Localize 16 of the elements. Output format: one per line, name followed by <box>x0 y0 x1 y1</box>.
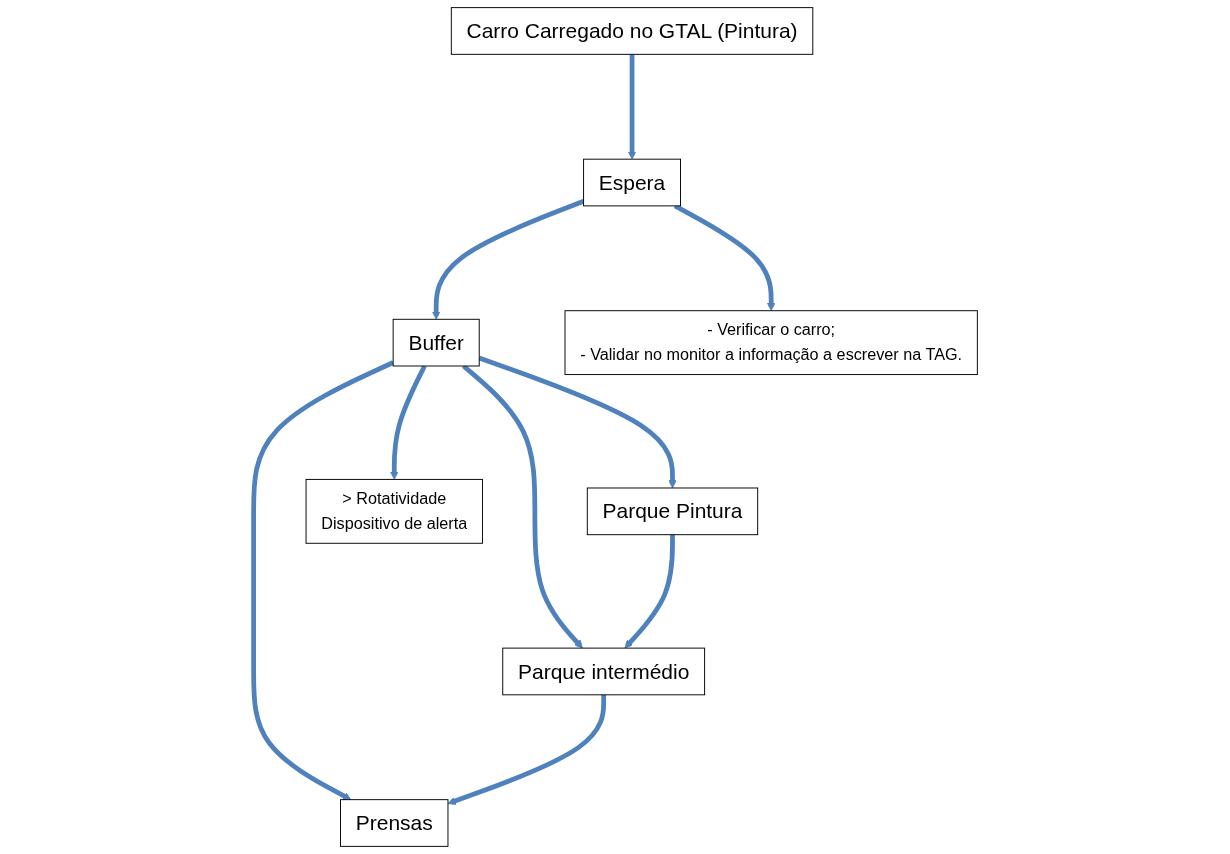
arrow <box>461 364 583 649</box>
node-box: > Rotatividade Dispositivo de alerta <box>305 478 483 544</box>
arrow <box>250 360 394 801</box>
node-box: Prensas <box>339 799 448 847</box>
node-box: Buffer <box>392 318 480 367</box>
arrow <box>627 54 636 160</box>
node-box: Parque Pintura <box>586 487 758 536</box>
arrow <box>431 199 584 320</box>
node-box: Carro Carregado no GTAL (Pintura) <box>450 7 813 55</box>
node-box: - Verificar o carro; - Validar no monitor a informação a escrever na TAG. <box>564 310 978 376</box>
arrow <box>447 694 606 805</box>
node-box: Parque intermédio <box>501 647 705 696</box>
arrow <box>477 355 677 489</box>
node-box: Espera <box>582 158 681 207</box>
arrow <box>624 534 675 649</box>
arrow <box>389 364 427 480</box>
